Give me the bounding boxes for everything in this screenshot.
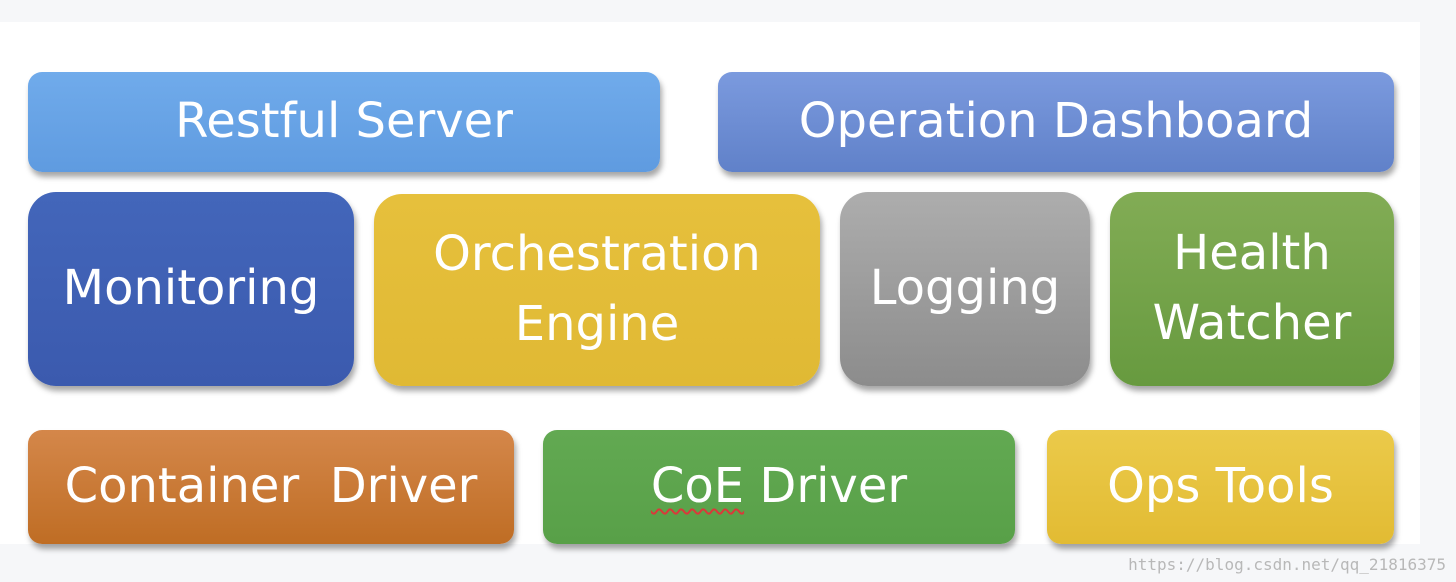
coe-driver-box: CoE Driver: [543, 430, 1015, 544]
orchestration-engine-label: Orchestration Engine: [433, 226, 761, 352]
container-driver-box: Container Driver: [28, 430, 514, 544]
ops-tools-box: Ops Tools: [1047, 430, 1394, 544]
monitoring-label: Monitoring: [62, 260, 320, 317]
coe-text: CoE: [650, 458, 745, 515]
orchestration-engine-box: Orchestration Engine: [374, 194, 820, 386]
operation-dashboard-box: Operation Dashboard: [718, 72, 1394, 172]
operation-dashboard-label: Operation Dashboard: [798, 93, 1314, 150]
logging-box: Logging: [840, 192, 1090, 386]
watermark-text: https://blog.csdn.net/qq_21816375: [1128, 555, 1446, 574]
health-watcher-box: Health Watcher: [1110, 192, 1394, 386]
ops-tools-label: Ops Tools: [1107, 458, 1334, 515]
restful-server-label: Restful Server: [175, 93, 513, 150]
coe-driver-label: CoE Driver: [651, 452, 907, 522]
diagram-canvas: Restful Server Operation Dashboard Monit…: [0, 22, 1420, 544]
monitoring-box: Monitoring: [28, 192, 354, 386]
restful-server-box: Restful Server: [28, 72, 660, 172]
container-driver-label: Container Driver: [64, 458, 478, 515]
driver-text: Driver: [744, 458, 908, 515]
health-watcher-label: Health Watcher: [1152, 225, 1352, 351]
logging-label: Logging: [869, 260, 1061, 317]
